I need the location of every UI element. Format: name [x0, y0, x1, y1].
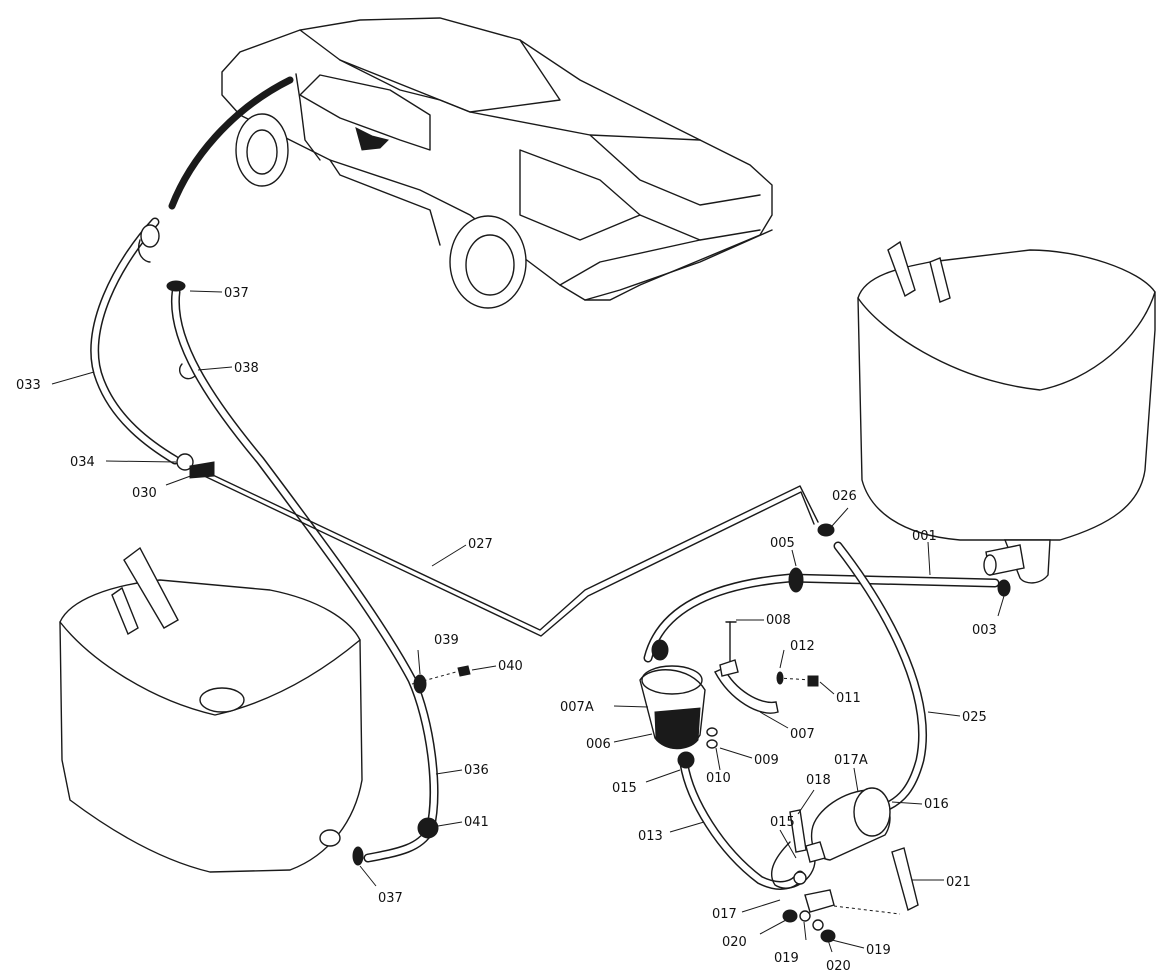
label-018: 018 — [806, 773, 831, 788]
label-033: 033 — [16, 378, 41, 393]
label-017: 017 — [712, 907, 737, 922]
label-039: 039 — [434, 633, 459, 648]
car-illustration — [168, 17, 773, 309]
hose-033 — [90, 217, 180, 465]
hose-001 — [643, 573, 1000, 663]
part-labels: 037 038 033 034 030 027 039 040 036 041 … — [16, 286, 997, 974]
label-010: 010 — [706, 771, 731, 786]
label-025: 025 — [962, 710, 987, 725]
right-fuel-tank — [857, 240, 1156, 584]
label-020-left: 020 — [722, 935, 747, 950]
left-fuel-tank — [59, 546, 363, 873]
label-008: 008 — [766, 613, 791, 628]
leader-lines — [51, 290, 1005, 953]
label-007: 007 — [790, 727, 815, 742]
label-036: 036 — [464, 763, 489, 778]
label-007A: 007A — [560, 700, 594, 715]
label-034: 034 — [70, 455, 95, 470]
label-016: 016 — [924, 797, 949, 812]
label-015-right: 015 — [770, 815, 795, 830]
label-026: 026 — [832, 489, 857, 504]
label-020-right: 020 — [826, 959, 851, 974]
fuel-filter — [771, 787, 919, 943]
label-003: 003 — [972, 623, 997, 638]
label-040: 040 — [498, 659, 523, 674]
label-038: 038 — [234, 361, 259, 376]
label-011: 011 — [836, 691, 861, 706]
label-037-top: 037 — [224, 286, 249, 301]
label-019-right: 019 — [866, 943, 891, 958]
label-015-left: 015 — [612, 781, 637, 796]
label-037-bottom: 037 — [378, 891, 403, 906]
label-006: 006 — [586, 737, 611, 752]
hose-013 — [679, 759, 805, 890]
label-030: 030 — [132, 486, 157, 501]
label-012: 012 — [790, 639, 815, 654]
label-019-left: 019 — [774, 951, 799, 966]
label-021: 021 — [946, 875, 971, 890]
label-041: 041 — [464, 815, 489, 830]
pump-bracket — [706, 621, 819, 749]
label-013: 013 — [638, 829, 663, 844]
pipe-027 — [197, 467, 819, 637]
label-017A: 017A — [834, 753, 868, 768]
label-027: 027 — [468, 537, 493, 552]
label-001: 001 — [912, 529, 937, 544]
label-005: 005 — [770, 536, 795, 551]
label-009: 009 — [754, 753, 779, 768]
fuel-pump — [639, 639, 706, 769]
hose-025 — [833, 541, 928, 811]
